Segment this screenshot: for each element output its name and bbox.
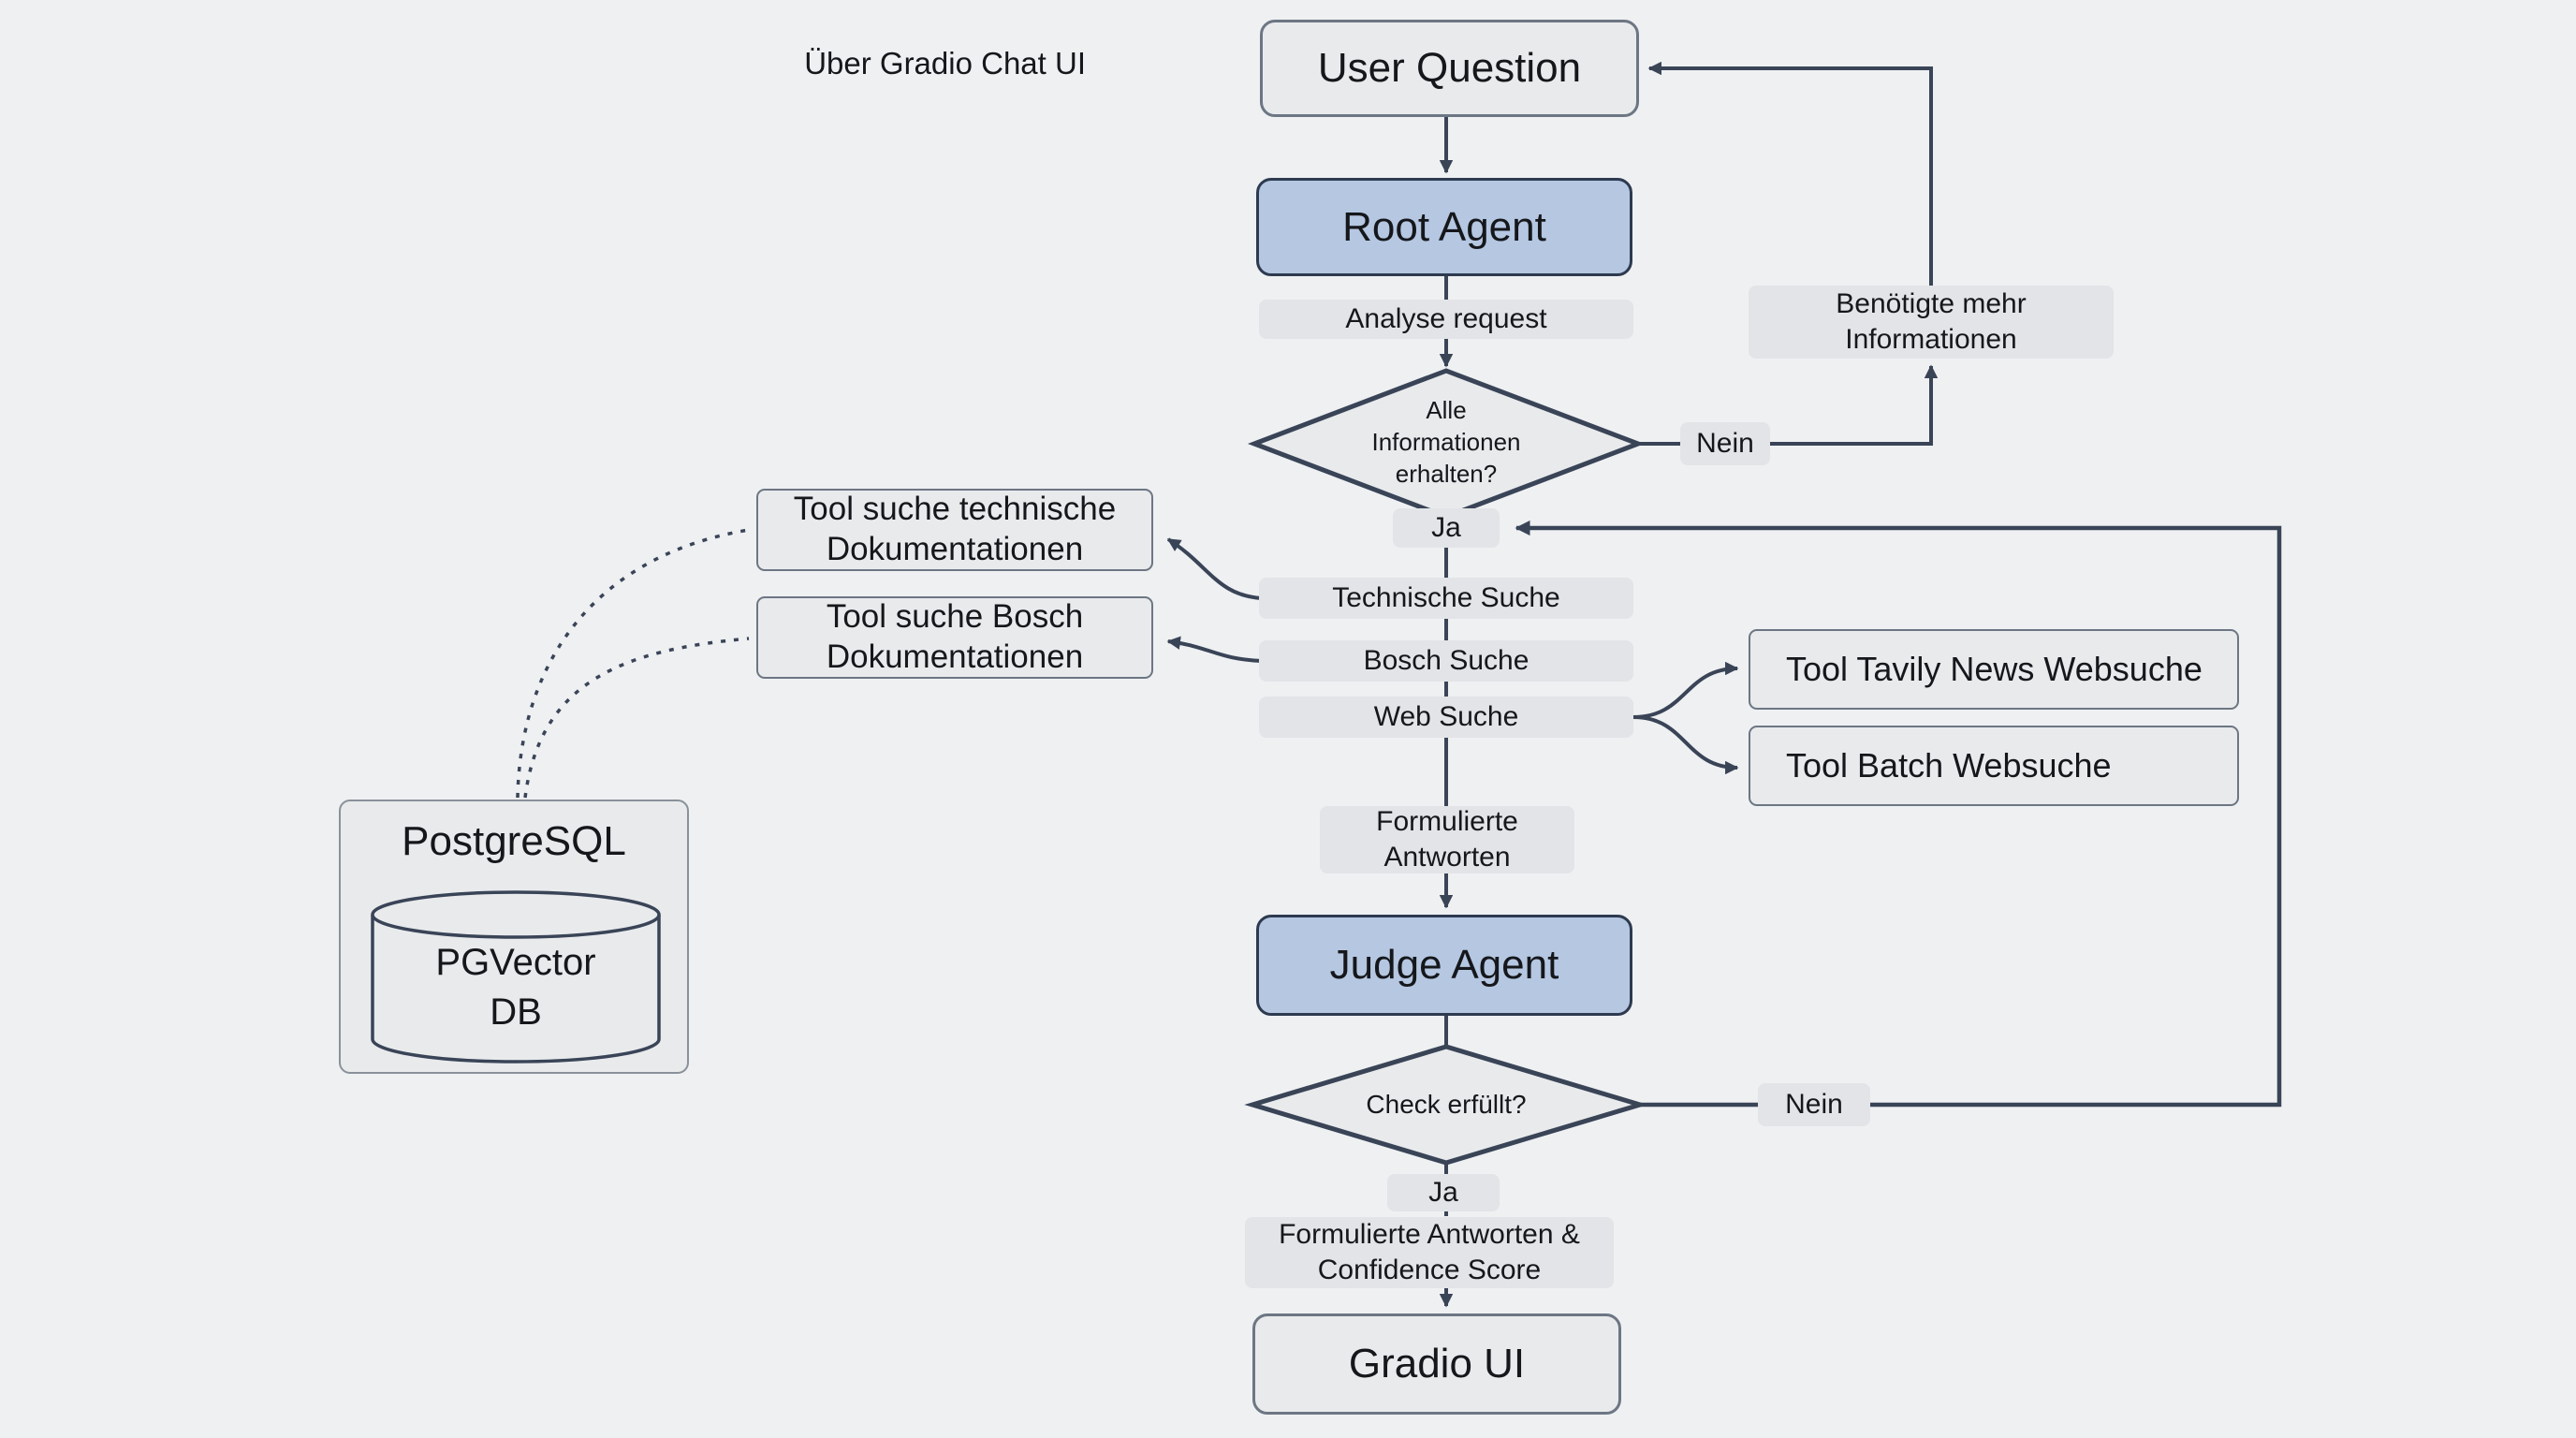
label-web-suche: Web Suche xyxy=(1259,697,1633,738)
label-formulierte-antworten: Formulierte Antworten xyxy=(1320,806,1574,873)
label-nein-2: Nein xyxy=(1758,1083,1870,1126)
node-root-agent: Root Agent xyxy=(1256,178,1632,276)
label-analyse-request: Analyse request xyxy=(1259,300,1633,339)
edge-decision2-nein-loop xyxy=(1515,520,2282,1108)
label-technische-suche: Technische Suche xyxy=(1259,578,1633,619)
decision1-diamond xyxy=(1247,368,1646,520)
chat-ui-annotation: Über Gradio Chat UI xyxy=(804,46,1086,81)
node-judge-agent: Judge Agent xyxy=(1256,915,1632,1016)
label-ja-1: Ja xyxy=(1393,508,1500,548)
node-user-question: User Question xyxy=(1260,20,1639,117)
edge-bosch-toolbosch xyxy=(1166,636,1263,663)
decision1-text: Alle Informationen erhalten? xyxy=(1371,396,1521,488)
edge-postgres-tooltech-dotted xyxy=(516,528,750,799)
database-cylinder-icon xyxy=(371,890,661,1064)
label-need-more-info: Benötigte mehr Informationen xyxy=(1749,286,2114,359)
edge-websuche-batch xyxy=(1632,715,1739,775)
label-bosch-suche: Bosch Suche xyxy=(1259,640,1633,682)
node-tool-suche-bosch: Tool suche Bosch Dokumentationen xyxy=(756,596,1153,679)
edge-websuche-tavily xyxy=(1632,661,1739,719)
edge-postgres-toolbosch-dotted xyxy=(523,637,750,799)
pgvector-db-label: PGVector DB xyxy=(435,942,596,1033)
decision2-diamond xyxy=(1244,1044,1648,1166)
node-postgresql: PostgreSQL PGVector DB xyxy=(339,800,689,1074)
postgresql-title: PostgreSQL xyxy=(402,818,626,864)
node-tool-suche-technische: Tool suche technische Dokumentationen xyxy=(756,489,1153,571)
node-gradio-ui: Gradio UI xyxy=(1252,1313,1621,1415)
node-tool-tavily-websuche: Tool Tavily News Websuche xyxy=(1749,629,2239,710)
edge-needinfo-userquestion xyxy=(1647,61,1933,286)
decision2-text: Check erfüllt? xyxy=(1366,1089,1527,1119)
label-nein-1: Nein xyxy=(1680,422,1770,465)
node-tool-batch-websuche: Tool Batch Websuche xyxy=(1749,726,2239,806)
edge-technische-tooltech xyxy=(1166,537,1263,600)
label-ja-2: Ja xyxy=(1387,1174,1500,1211)
label-final-answer: Formulierte Antworten & Confidence Score xyxy=(1245,1217,1614,1288)
